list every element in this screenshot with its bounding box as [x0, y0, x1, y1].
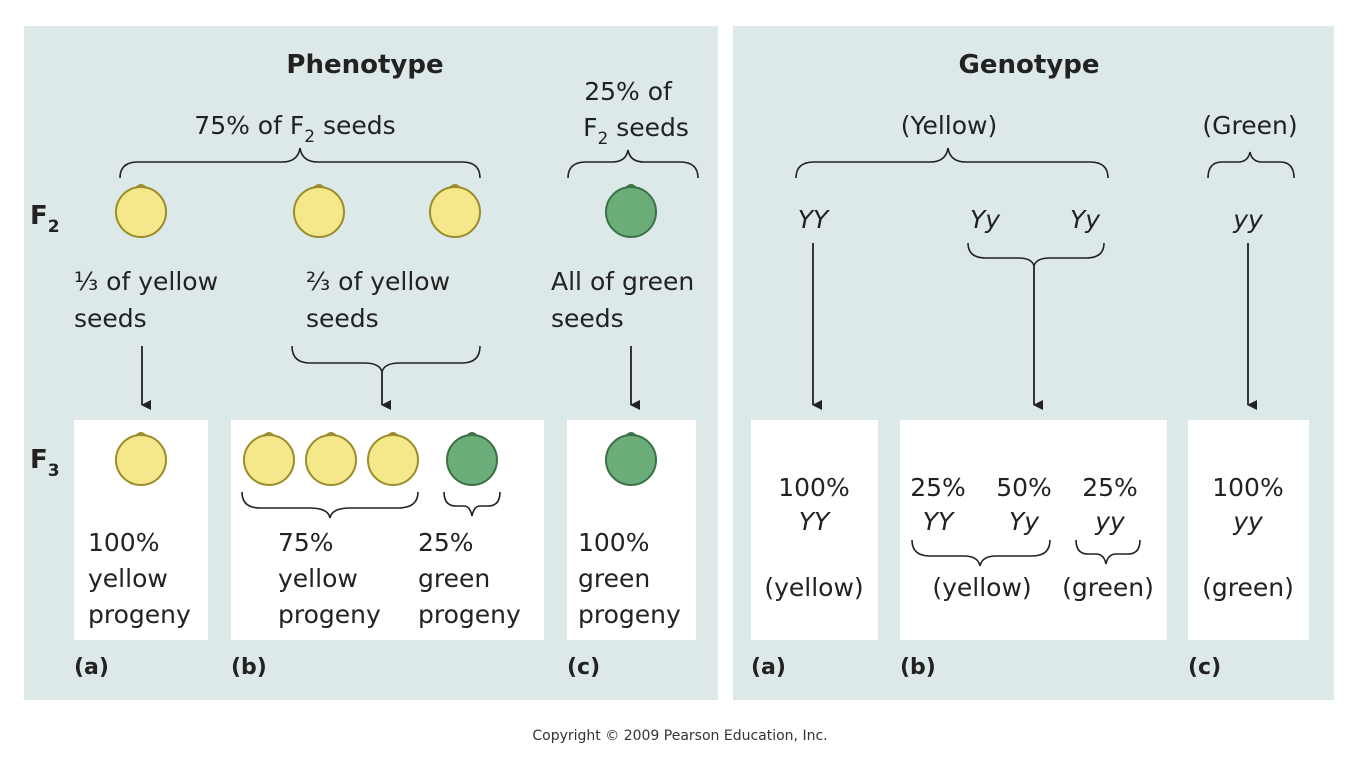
svg-text:progeny: progeny	[88, 600, 191, 629]
svg-text:yellow: yellow	[278, 564, 358, 593]
svg-text:25%: 25%	[418, 528, 474, 557]
phenotype-title: Phenotype	[286, 50, 443, 80]
genotype-f2-recessive: yy	[1232, 205, 1264, 234]
genotype-tag-a: (a)	[751, 655, 786, 680]
svg-text:100%: 100%	[1212, 473, 1283, 502]
genotype-box-c	[1188, 420, 1309, 640]
genotype-green-brace	[1075, 539, 1141, 565]
green-fraction-line2: F2 seeds	[583, 113, 689, 149]
svg-text:25%: 25%	[1082, 473, 1138, 502]
box-b-green-text: 25% green progeny	[418, 528, 521, 629]
svg-text:50%: 50%	[996, 473, 1052, 502]
all-green-line2: seeds	[551, 304, 624, 333]
f3-seed-b2	[305, 432, 357, 486]
f3-seed-b-green	[446, 432, 498, 486]
svg-text:yy: yy	[1094, 507, 1126, 536]
two-thirds-line2: seeds	[306, 304, 379, 333]
genotype-tag-b: (b)	[900, 655, 936, 680]
f2-yellow-seed-1	[115, 184, 167, 238]
svg-text:75%: 75%	[278, 528, 334, 557]
genotype-box-b-text: 25% YY 50% Yy 25% yy	[910, 473, 1138, 536]
phenotype-tag-c: (c)	[567, 655, 600, 680]
svg-text:yellow: yellow	[88, 564, 168, 593]
genotype-box-a-text: 100% YY (yellow)	[764, 473, 863, 602]
f3-seed-b1	[243, 432, 295, 486]
svg-text:progeny: progeny	[578, 600, 681, 629]
genotype-tag-c: (c)	[1188, 655, 1221, 680]
svg-text:100%: 100%	[778, 473, 849, 502]
f3-green-brace	[443, 491, 501, 517]
genotype-f2-het-1: Yy	[970, 205, 1001, 234]
svg-text:progeny: progeny	[278, 600, 381, 629]
box-c-text: 100% green progeny	[578, 528, 681, 629]
genotype-b-yellow-label: (yellow)	[932, 573, 1031, 602]
one-third-line2: seeds	[74, 304, 147, 333]
genotype-yellow-brace	[911, 539, 1051, 567]
green-group-brace	[567, 149, 699, 179]
genotype-f2-het-2: Yy	[1070, 205, 1101, 234]
one-third-line1: ¹⁄₃ of yellow	[74, 267, 218, 296]
two-thirds-line1: ²⁄₃ of yellow	[306, 267, 450, 296]
green-fraction-line1: 25% of	[584, 77, 673, 106]
svg-text:100%: 100%	[578, 528, 649, 557]
svg-text:100%: 100%	[88, 528, 159, 557]
f3-seed-b3	[367, 432, 419, 486]
f2-green-seed	[605, 184, 657, 238]
genotype-b-green-label: (green)	[1062, 573, 1154, 602]
svg-text:25%: 25%	[910, 473, 966, 502]
svg-text:green: green	[418, 564, 490, 593]
svg-text:YY: YY	[923, 507, 955, 536]
yellow-group-brace	[119, 147, 481, 179]
green-group-label: (Green)	[1202, 111, 1297, 140]
box-a-text: 100% yellow progeny	[88, 528, 191, 629]
green-genotype-brace	[1207, 151, 1295, 179]
all-green-line1: All of green	[551, 267, 694, 296]
genotype-box-a	[751, 420, 878, 640]
svg-text:yy: yy	[1232, 507, 1264, 536]
f3-label: F3	[30, 445, 60, 481]
phenotype-tag-b: (b)	[231, 655, 267, 680]
box-b-yellow-text: 75% yellow progeny	[278, 528, 381, 629]
f2-label: F2	[30, 201, 60, 237]
svg-text:green: green	[578, 564, 650, 593]
f3-seed-a	[115, 432, 167, 486]
yellow-fraction-label: 75% of F2 seeds	[194, 111, 395, 147]
phenotype-tag-a: (a)	[74, 655, 109, 680]
f3-yellow-brace	[241, 491, 419, 519]
f3-seed-c	[605, 432, 657, 486]
yellow-genotype-brace	[795, 147, 1109, 179]
genotype-box-c-text: 100% yy (green)	[1202, 473, 1294, 602]
svg-text:progeny: progeny	[418, 600, 521, 629]
svg-text:(yellow): (yellow)	[764, 573, 863, 602]
f2-yellow-seed-2	[293, 184, 345, 238]
f2-yellow-seed-3	[429, 184, 481, 238]
copyright: Copyright © 2009 Pearson Education, Inc.	[532, 728, 827, 744]
yellow-group-label: (Yellow)	[901, 111, 997, 140]
svg-text:Yy: Yy	[1009, 507, 1040, 536]
svg-text:(green): (green)	[1202, 573, 1294, 602]
svg-text:YY: YY	[799, 507, 831, 536]
genotype-title: Genotype	[959, 50, 1100, 80]
genotype-f2-yy-dominant: YY	[798, 205, 830, 234]
genotype-box-b	[900, 420, 1167, 640]
